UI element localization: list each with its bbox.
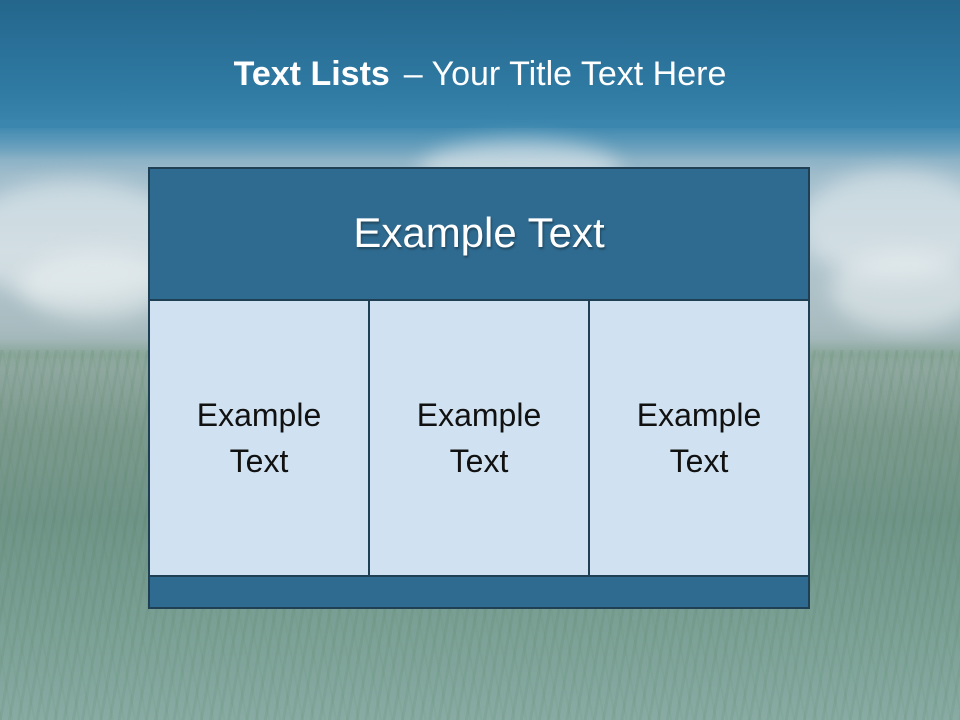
- panel-footer-bar: [150, 577, 808, 607]
- title-band: [0, 0, 960, 128]
- background-cloud: [20, 250, 170, 320]
- list-column: Example Text: [150, 301, 368, 575]
- panel-columns: Example Text Example Text Example Text: [150, 301, 808, 577]
- background-cloud: [830, 250, 960, 330]
- list-column-text: Example Text: [636, 397, 762, 479]
- list-column: Example Text: [588, 301, 808, 575]
- text-list-panel: Example Text Example Text Example Text E…: [148, 167, 810, 609]
- list-column-text: Example Text: [196, 397, 322, 479]
- slide-title: Text Lists – Your Title Text Here: [0, 52, 960, 96]
- panel-header: Example Text: [150, 169, 808, 301]
- slide-title-rest: – Your Title Text Here: [403, 55, 727, 93]
- slide-title-bold: Text Lists: [233, 55, 390, 93]
- list-column-text: Example Text: [416, 397, 542, 479]
- list-column: Example Text: [368, 301, 588, 575]
- panel-header-text: Example Text: [353, 209, 605, 256]
